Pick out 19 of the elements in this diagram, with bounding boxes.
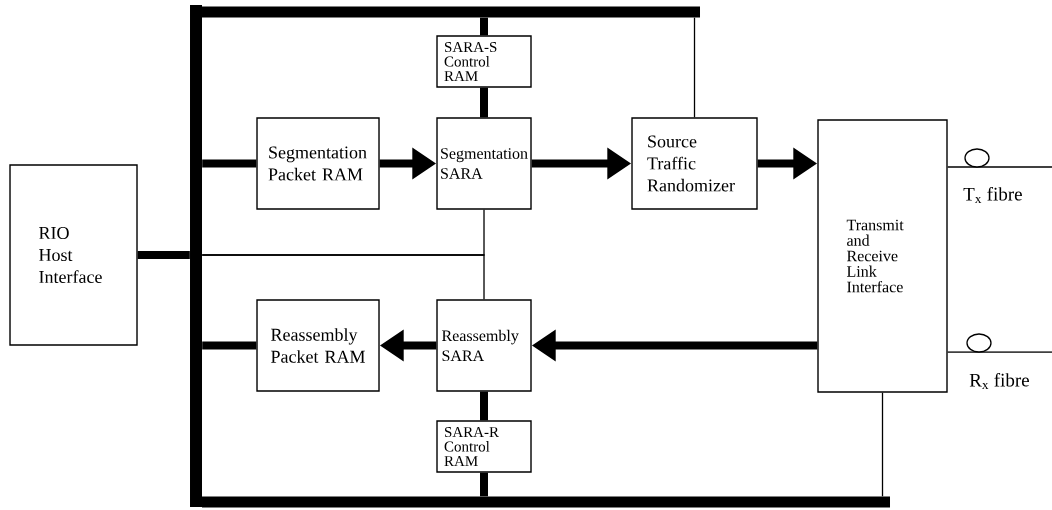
edge-label: R$_{x}$ fibre <box>968 372 1031 390</box>
connector-line <box>881 392 884 497</box>
fibre-line <box>947 166 1052 168</box>
interface-box: RIO Host Interface <box>9 164 138 346</box>
interface-box: Transmit and Receive Link Interface <box>817 119 948 393</box>
bus-bar <box>202 6 700 18</box>
connector-line <box>693 17 696 118</box>
bus-bar <box>190 5 202 507</box>
memory-box: SARA-S Control RAM <box>436 35 532 88</box>
process-box: Source Traffic Randomizer <box>631 117 758 210</box>
bus-bar <box>202 496 890 508</box>
fibre-line <box>947 351 1052 353</box>
processor-box: Segmentation SARA <box>436 117 532 210</box>
memory-box: Reassembly Packet RAM <box>256 299 380 392</box>
memory-box: Segmentation Packet RAM <box>256 117 380 210</box>
connector-line <box>201 254 485 300</box>
processor-box: Reassembly SARA <box>436 299 532 392</box>
memory-box: SARA-R Control RAM <box>436 420 532 473</box>
edge-label: T$_{x}$ fibre <box>962 186 1024 204</box>
